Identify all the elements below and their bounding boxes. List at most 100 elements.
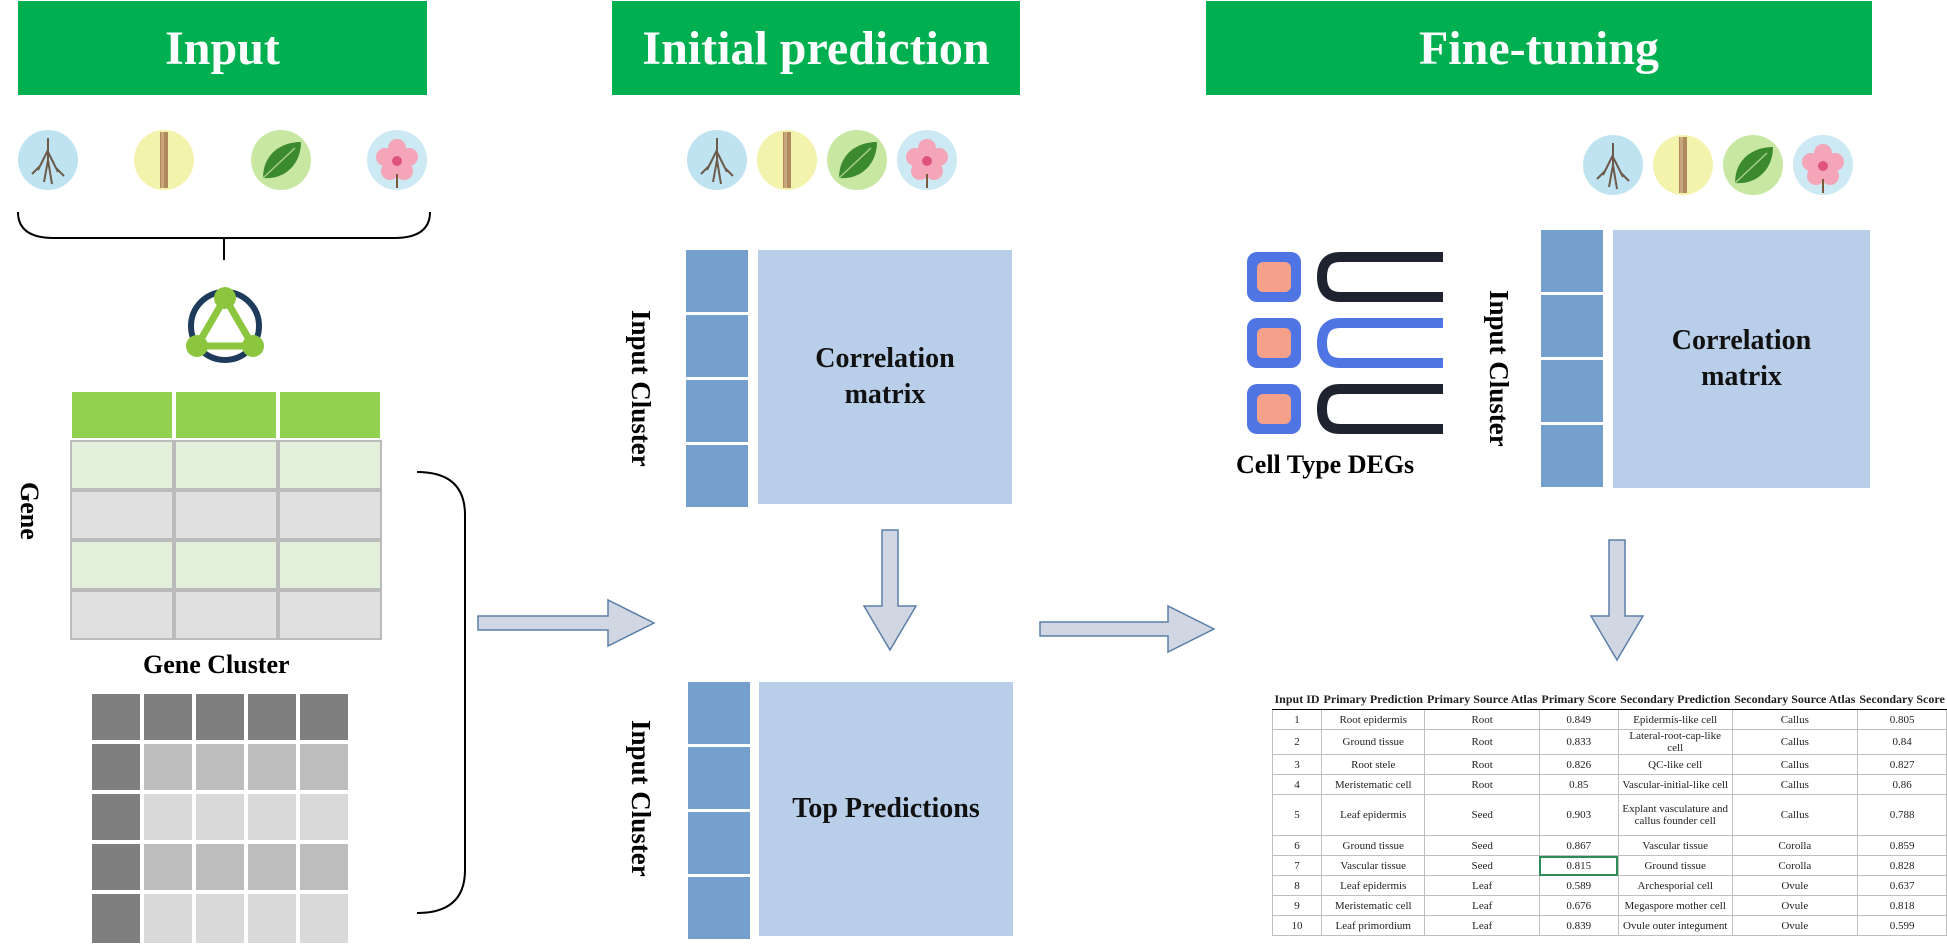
gene-table-header-cell (174, 390, 278, 440)
leaf-icon (1723, 135, 1783, 195)
table-cell: Vascular tissue (1617, 835, 1733, 856)
initial-tissue-icons (687, 130, 957, 192)
correlation-matrix-line2: matrix (844, 379, 926, 410)
table-cell: Callus (1731, 774, 1858, 795)
table-cell: Callus (1731, 754, 1858, 775)
table-cell: 1 (1271, 709, 1323, 730)
results-column-header: Primary Prediction (1321, 690, 1425, 710)
table-cell: 0.84 (1856, 729, 1947, 755)
heatmap-cell (298, 692, 350, 742)
table-cell: Leaf primordium (1321, 915, 1426, 936)
table-cell: Leaf epidermis (1321, 794, 1426, 836)
table-cell: 8 (1271, 875, 1323, 896)
top-predictions-box: Top Predictions (759, 682, 1013, 936)
cell-type-degs-label: Cell Type DEGs (1236, 450, 1415, 479)
flower-icon (1793, 135, 1853, 195)
heatmap-cell (142, 842, 194, 892)
input-cluster-column (686, 250, 748, 507)
table-cell: Root epidermis (1321, 709, 1426, 730)
gene-table (70, 390, 382, 642)
cluster-cell (686, 315, 748, 377)
cluster-cell (686, 445, 748, 507)
flower-icon (897, 130, 957, 190)
gene-table-cell (70, 440, 174, 490)
table-cell: 0.827 (1856, 754, 1947, 775)
table-cell: 3 (1271, 754, 1323, 775)
table-cell: Meristematic cell (1321, 895, 1426, 916)
table-cell: Ovule (1731, 915, 1858, 936)
table-cell: Lateral-root-cap-like cell (1617, 729, 1733, 755)
gene-cluster-heatmap (90, 692, 350, 945)
correlation-matrix: Correlation matrix (758, 250, 1012, 504)
header-fine-tuning: Fine-tuning (1206, 1, 1872, 95)
arrow-right-2 (1039, 604, 1216, 654)
table-cell: Epidermis-like cell (1617, 709, 1733, 730)
flower-icon (367, 130, 427, 190)
gene-table-cell (70, 490, 174, 540)
heatmap-cell (194, 692, 246, 742)
table-cell: 5 (1271, 794, 1323, 836)
table-cell: Leaf (1424, 915, 1540, 936)
table-cell: Corolla (1731, 855, 1858, 876)
correlation-matrix-2: Correlation matrix (1613, 230, 1870, 488)
table-cell: Explant vasculature and callus founder c… (1617, 794, 1733, 836)
root-icon (18, 130, 78, 190)
table-cell: 6 (1271, 835, 1323, 856)
table-cell: Root (1424, 709, 1540, 730)
table-cell: 7 (1271, 855, 1323, 876)
heatmap-cell (298, 892, 350, 945)
results-column-header: Primary Score (1539, 690, 1619, 710)
table-cell: Seed (1424, 855, 1540, 876)
heatmap-cell (90, 892, 142, 945)
table-cell: Meristematic cell (1321, 774, 1426, 795)
table-cell: 0.805 (1856, 709, 1947, 730)
cluster-cell (1541, 425, 1603, 487)
input-cluster-label-3: Input Cluster (1484, 290, 1514, 447)
gene-table-cell (70, 540, 174, 590)
table-cell: Callus (1731, 729, 1858, 755)
table-cell: 0.849 (1538, 709, 1619, 730)
table-cell: Root (1424, 774, 1540, 795)
table-cell: Ovule (1731, 895, 1858, 916)
table-cell: Seed (1424, 794, 1540, 836)
table-cell: 0.637 (1856, 875, 1947, 896)
stem-icon (1653, 135, 1713, 195)
gene-axis-label: Gene (15, 482, 44, 540)
gene-table-cell (174, 590, 278, 640)
finetune-tissue-icons (1583, 135, 1853, 197)
cluster-cell (1541, 230, 1603, 292)
table-cell: 0.85 (1538, 774, 1619, 795)
cluster-cell (688, 682, 750, 744)
table-cell: 0.828 (1856, 855, 1947, 876)
table-cell: Leaf (1424, 895, 1540, 916)
header-initial-prediction: Initial prediction (612, 1, 1020, 95)
cluster-cell (688, 812, 750, 874)
table-cell: Archesporial cell (1617, 875, 1733, 896)
table-cell: 4 (1271, 774, 1323, 795)
table-cell: 0.589 (1538, 875, 1619, 896)
table-cell: 0.826 (1538, 754, 1619, 775)
heatmap-cell (246, 842, 298, 892)
cluster-cell (686, 380, 748, 442)
heatmap-cell (142, 892, 194, 945)
heatmap-cell (90, 692, 142, 742)
table-cell: Corolla (1731, 835, 1858, 856)
table-cell: Callus (1731, 709, 1858, 730)
heatmap-cell (298, 742, 350, 792)
heatmap-cell (246, 792, 298, 842)
table-cell: Megaspore mother cell (1617, 895, 1733, 916)
heatmap-cell (246, 692, 298, 742)
table-cell: 0.839 (1538, 915, 1619, 936)
table-cell: Leaf epidermis (1321, 875, 1426, 896)
gene-table-cell (174, 540, 278, 590)
heatmap-cell (194, 742, 246, 792)
table-cell: 0.86 (1856, 774, 1947, 795)
table-cell: Root (1424, 754, 1540, 775)
